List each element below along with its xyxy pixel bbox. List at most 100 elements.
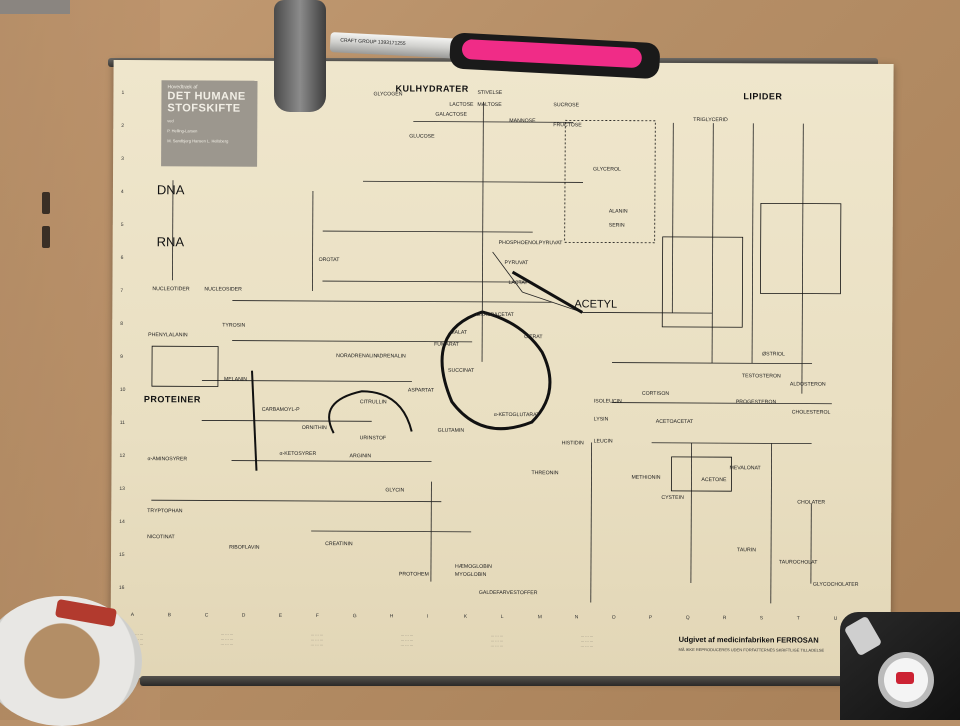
tape-measure-logo [896,672,914,684]
label-taurin: TAURIN [737,547,757,554]
column-letter: B [167,612,172,619]
column-letter: U [833,615,838,622]
label-aspartat: ASPARTAT [407,387,435,394]
column-letter: I [426,613,429,620]
label-nucleosider: NUCLEOSIDER [204,286,242,293]
column-letter: K [463,613,468,620]
label-orotat: OROTAT [318,257,340,264]
label-pyruvat: PYRUVAT [504,260,529,267]
row-number: 3 [121,156,124,163]
label-phenylalanin: PHENYLALANIN [148,332,188,339]
pathway-diagram [151,101,842,604]
column-letter: E [278,612,283,619]
column-letter: O [611,614,616,621]
row-number: 9 [120,354,123,361]
row-number: 6 [120,255,124,262]
label-urinstof: URINSTOF [359,435,387,442]
label-fumarat: FUMARAT [434,341,459,348]
column-letter: T [796,615,800,622]
row-number: 16 [118,584,125,592]
label-glycerol: GLYCEROL [593,166,621,173]
packing-tape-roll [0,596,142,726]
hammer-shaft: CRAFT GROUP 1393171255 [329,32,461,59]
label-galactose: GALACTOSE [435,111,467,118]
label-aminosyrer: α-AMINOSYRER [147,456,188,463]
publisher-line: Udgivet af medicinfabriken FERROSAN [678,634,819,645]
label-sucrose: SUCROSE [553,102,580,109]
legend-block: ··· ··· ······ ··· ······ ··· ··· [580,634,594,649]
hammer-head [274,0,326,112]
tape-strip [0,0,70,14]
label-galdefarvestoffer: GALDEFARVESTOFFER [478,589,538,597]
label-noradrenalin: NORADRENALIN [336,353,378,360]
label-melanin: MELANIN [223,376,248,383]
row-number: 8 [120,321,124,328]
label-cholater: CHOLATER [797,499,826,506]
label-carbamoyl: CARBAMOYL-P [261,406,300,413]
column-letter: R [722,615,727,622]
label-maltose: MALTOSE [477,101,502,108]
row-number: 13 [119,485,125,493]
label-arginin: ARGININ [349,453,372,460]
legend-block: ··· ··· ······ ··· ······ ··· ··· [220,632,234,647]
row-number: 15 [119,551,125,559]
row-number: 11 [119,419,125,427]
label-cystein: CYSTEIN [661,494,684,501]
row-number: 12 [119,452,126,460]
label-lactat: LACTAT [508,280,528,287]
label-myoglobin: MYOGLOBIN [454,571,487,578]
label-lactose: LACTOSE [449,101,474,108]
column-letter: P [648,614,653,621]
label-riboflavin: RIBOFLAVIN [229,544,260,551]
label-glycogen: GLYCOGEN [373,91,403,98]
column-letter: M [537,614,542,621]
column-letter: Q [685,614,690,621]
label-testosteron: TESTOSTERON [741,373,781,380]
row-number: 1 [121,90,125,97]
label-aldosteron: ALDOSTERON [789,381,826,388]
label-mevalonat: MEVALONAT [729,465,761,472]
label-alanin: ALANIN [608,208,628,215]
label-mannose: MANNOSE [509,118,536,125]
row-number: 5 [120,222,124,229]
label-histidin: HISTIDIN [561,440,584,447]
label-acetone: ACETONE [701,477,727,484]
label-isoleucin: ISOLEUCIN [593,398,622,405]
label-oestrol: ØSTRIOL [762,351,785,358]
label-serin: SERIN [608,222,625,229]
cardboard-slot [42,192,50,214]
label-cortison: CORTISON [641,390,670,397]
label-fructose: FRUCTOSE [553,122,582,129]
label-triglycerid: TRIGLYCERID [693,116,728,124]
label-malat: MALAT [450,329,468,336]
column-letter: N [574,614,579,621]
label-tryptophan: TRYPTOPHAN [147,508,183,515]
hammer-label: CRAFT GROUP 1393171255 [340,37,406,47]
tape-measure [840,612,960,720]
column-letter: C [204,612,209,619]
label-adrenalin: ADRENALIN [376,353,406,360]
label-nucleotider: NUCLEOTIDER [152,286,190,293]
row-number: 7 [120,288,124,295]
row-number: 4 [120,189,124,196]
label-succinat: SUCCINAT [447,367,475,374]
label-glycin: GLYCIN [385,487,405,494]
label-progesteron: PROGESTERON [735,399,777,406]
label-acetoacetat: ACETOACETAT [655,418,694,426]
tape-measure-hook [843,615,883,657]
metabolism-poster: Hovedtræk af DET HUMANE STOFSKIFTE ved P… [110,59,894,683]
label-glucose: GLUCOSE [409,133,435,140]
legend-block: ··· ··· ······ ··· ······ ··· ··· [490,633,504,649]
label-oxaloacetat: OXALOACETAT [476,311,514,319]
label-lysin: LYSIN [593,416,609,423]
label-nicotinat: NICOTINAT [147,534,175,541]
label-protohem: PROTOHEM [398,571,429,578]
label-phosphoenolpyruvat: PHOSPHOENOLPYRUVAT [498,239,563,247]
label-ornithin: ORNITHIN [301,424,327,432]
legend-block: ··· ··· ······ ··· ······ ··· ··· [310,633,324,648]
label-threonin: THREONIN [531,470,559,477]
label-citrat: CITRAT [524,334,543,341]
row-number: 2 [121,123,125,130]
label-glycocholater: GLYCOCHOLATER [812,581,859,588]
label-creatinin: CREATININ [325,541,353,548]
